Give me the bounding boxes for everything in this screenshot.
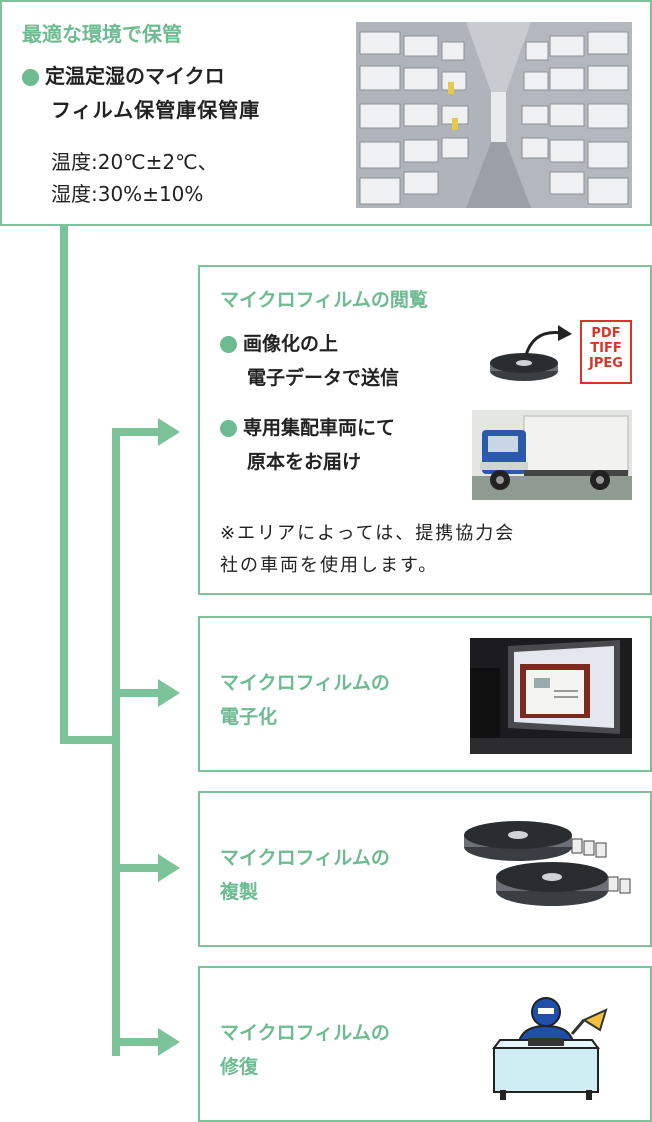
delivery-truck-photo [472,410,632,500]
flow-arrow-head-1 [158,418,180,446]
flow-arrow-stem-1 [112,428,160,436]
viewing-item1: 画像化の上 [220,329,338,356]
film-reel-icon [490,325,572,381]
viewing-note-line2: 社の車両を使用します。 [220,555,439,576]
repair-worker-icon [492,997,608,1100]
repair-line1: マイクロフィルムの [220,1022,390,1044]
duplicate-line2: 複製 [220,881,259,903]
viewing-title: マイクロフィルムの閲覧 [220,289,428,311]
format-tiff: TIFF [590,341,622,356]
viewing-note-line1: ※エリアによっては、提携協力会 [220,523,516,544]
flow-arrow-head-3 [158,854,180,882]
flow-arrow-head-2 [158,679,180,707]
viewing-item2-line1: 専用集配車両にて [243,417,396,439]
flow-arrow-stem-2 [112,689,160,697]
storage-title: 最適な環境で保管 [22,22,182,46]
storage-humidity: 湿度:30%±10% [51,182,204,206]
bullet-dot [220,420,237,437]
flow-arrow-stem-3 [112,864,160,872]
storage-room-photo [356,22,632,208]
digitize-box: マイクロフィルムの 電子化 [198,616,652,772]
flow-arrow-stem-4 [112,1038,160,1046]
bullet-dot [220,336,237,353]
format-pdf: PDF [591,326,621,341]
flow-vertical-main [60,224,68,744]
file-format-badge: PDF TIFF JPEG [580,320,632,384]
digitize-line1: マイクロフィルムの [220,672,390,694]
viewing-box: マイクロフィルムの閲覧 画像化の上 電子データで送信 PDF TIFF JPEG… [198,265,652,595]
viewing-item2: 専用集配車両にて [220,413,395,440]
duplicate-box: マイクロフィルムの 複製 [198,791,652,947]
repair-box: マイクロフィルムの 修復 [198,966,652,1122]
viewing-item1-line1: 画像化の上 [243,333,339,355]
storage-temperature: 温度:20℃±2℃、 [51,150,218,174]
duplicate-line1: マイクロフィルムの [220,847,390,869]
format-jpeg: JPEG [589,356,623,371]
storage-bullet: 定温定湿のマイクロ [22,60,225,89]
bullet-dot [22,69,39,86]
flow-arrow-head-4 [158,1028,180,1056]
storage-bullet-line1: 定温定湿のマイクロ [45,64,225,88]
viewing-item1-line2: 電子データで送信 [247,367,400,389]
flow-horizontal-main [60,736,120,744]
flow-vertical-branch [112,428,120,1056]
film-reels-icon [464,821,631,906]
monitor-photo [470,638,632,754]
repair-line2: 修復 [220,1056,259,1078]
digitize-line2: 電子化 [220,706,278,728]
storage-box: 最適な環境で保管 定温定湿のマイクロ フィルム保管庫保管庫 温度:20℃±2℃、… [0,0,652,226]
storage-bullet-line2: フィルム保管庫保管庫 [51,98,261,122]
viewing-item2-line2: 原本をお届け [247,451,362,473]
